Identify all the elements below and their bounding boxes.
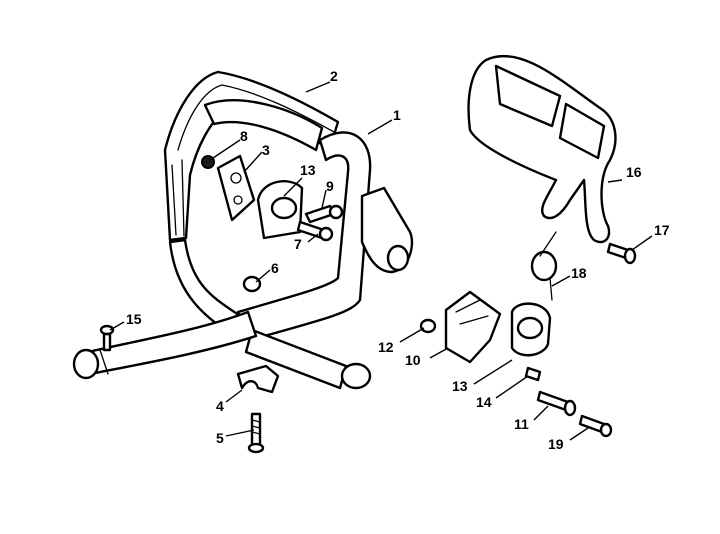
callout-2: 2 — [330, 68, 338, 84]
callout-10: 10 — [405, 352, 421, 368]
part-9-screw — [304, 204, 344, 224]
part-17-screw — [606, 242, 637, 265]
part-4-clamp — [236, 364, 280, 394]
callout-13-right: 13 — [452, 378, 468, 394]
leader-lines — [109, 81, 653, 441]
callout-5: 5 — [216, 430, 224, 446]
part-10-av-block — [444, 290, 502, 364]
callout-7: 7 — [294, 236, 302, 252]
part-15-screw — [99, 324, 115, 352]
part-13-buffer-right — [510, 302, 552, 357]
part-16-rear-guard — [467, 54, 617, 244]
part-19-screw — [578, 414, 613, 438]
part-6-nut — [242, 275, 262, 293]
callout-14: 14 — [476, 394, 492, 410]
callout-13-left: 13 — [300, 162, 316, 178]
callout-18: 18 — [571, 265, 587, 281]
callout-11: 11 — [514, 416, 529, 432]
part-12-nut — [419, 318, 437, 334]
callout-19: 19 — [548, 436, 564, 452]
part-7-screw — [296, 220, 334, 242]
part-13-mount-left — [256, 180, 304, 240]
callout-9: 9 — [326, 178, 334, 194]
callout-8: 8 — [240, 128, 248, 144]
part-18-spring — [530, 231, 558, 301]
callout-6: 6 — [271, 260, 279, 276]
part-14-screw — [524, 366, 542, 382]
part-3-damper — [216, 154, 256, 222]
part-5-bolt — [247, 412, 265, 454]
callout-1: 1 — [393, 107, 401, 123]
callout-17: 17 — [654, 222, 670, 238]
part-11-screw — [536, 390, 577, 417]
part-1-handle-frame — [72, 99, 414, 390]
callout-16: 16 — [626, 164, 642, 180]
callout-12: 12 — [378, 339, 394, 355]
callout-4: 4 — [216, 398, 224, 414]
callout-3: 3 — [262, 142, 270, 158]
callout-15: 15 — [126, 311, 142, 327]
